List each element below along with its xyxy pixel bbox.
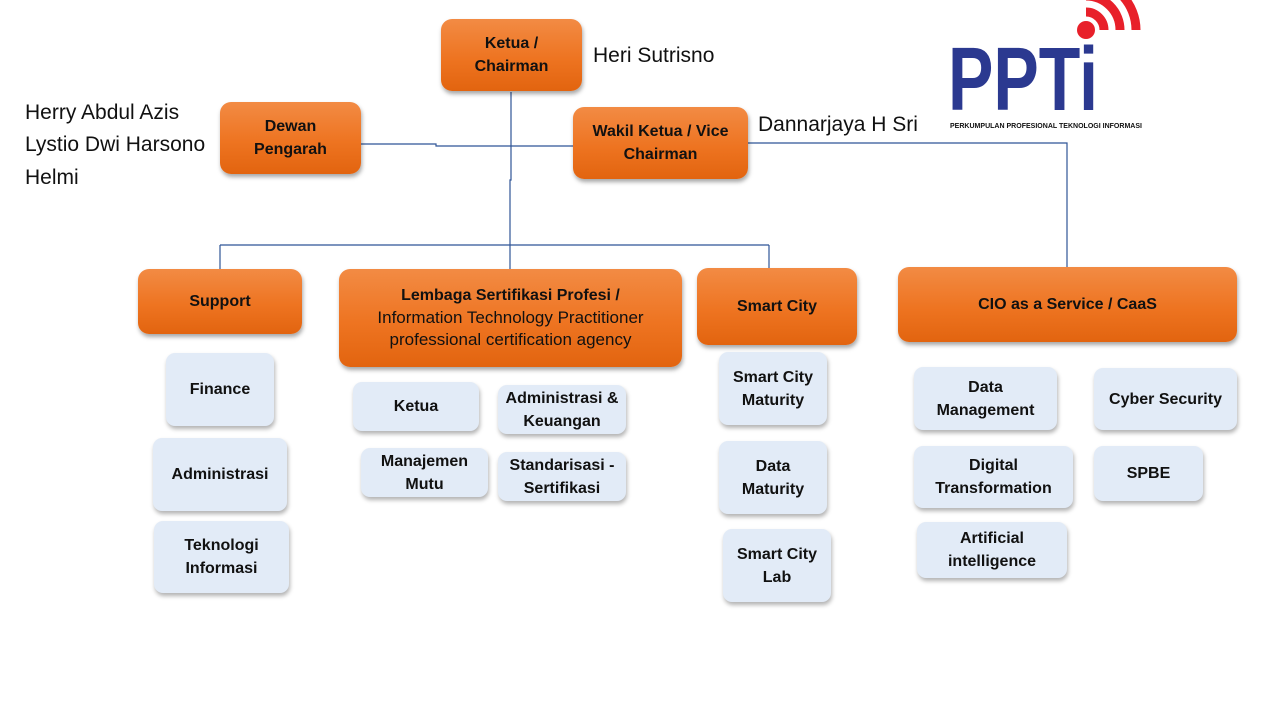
vice-chairman-person: Dannarjaya H Sri bbox=[758, 113, 918, 136]
chairman-line1: Ketua / bbox=[484, 35, 539, 52]
caas-item-data-management: Data Management bbox=[914, 367, 1057, 430]
caas-item-cyber-security: Cyber Security bbox=[1094, 368, 1237, 430]
chairman-person: Heri Sutrisno bbox=[593, 44, 715, 67]
caas-box: CIO as a Service / CaaS bbox=[898, 267, 1237, 342]
support-item-finance: Finance bbox=[166, 353, 274, 426]
support-item-ti: Teknologi Informasi bbox=[154, 521, 289, 593]
lsp-title: Lembaga Sertifikasi Profesi / bbox=[401, 287, 620, 304]
board-member: Lystio Dwi Harsono bbox=[25, 133, 206, 156]
connector-chairman-down bbox=[509, 92, 512, 245]
smart-city-item-maturity: Smart City Maturity bbox=[719, 352, 827, 425]
logo-tagline: PERKUMPULAN PROFESIONAL TEKNOLOGI INFORM… bbox=[950, 121, 1142, 130]
board-box: Dewan Pengarah bbox=[220, 102, 361, 174]
svg-text:PPTi: PPTi bbox=[948, 30, 1098, 130]
caas-item-ai: Artificial intelligence bbox=[917, 522, 1067, 578]
smart-city-item-lab: Smart City Lab bbox=[723, 529, 831, 602]
board-member: Helmi bbox=[25, 166, 79, 189]
lsp-item-ketua: Ketua bbox=[353, 382, 479, 431]
caas-item-digital-transformation: Digital Transformation bbox=[914, 446, 1073, 508]
support-item-administrasi: Administrasi bbox=[153, 438, 287, 511]
connector-vice-caas bbox=[748, 142, 1068, 267]
board-line1: Dewan bbox=[264, 118, 317, 135]
board-member: Herry Abdul Azis bbox=[25, 101, 180, 124]
lsp-item-standarisasi: Standarisasi - Sertifikasi bbox=[498, 452, 626, 501]
vice-line2: Chairman bbox=[623, 146, 698, 163]
lsp-item-manajemen-mutu: Manajemen Mutu bbox=[361, 448, 488, 497]
lsp-box: Lembaga Sertifikasi Profesi / Informatio… bbox=[339, 269, 682, 367]
smart-city-item-data-maturity: Data Maturity bbox=[719, 441, 827, 514]
lsp-subtitle: Information Technology Practitioner prof… bbox=[377, 308, 644, 349]
lsp-item-admin-keuangan: Administrasi & Keuangan bbox=[498, 385, 626, 434]
vice-chairman-box: Wakil Ketua / Vice Chairman bbox=[573, 107, 748, 179]
ppti-logo: PPTi PERKUMPULAN PROFESIONAL TEKNOLOGI I… bbox=[948, 0, 1142, 130]
smart-city-box: Smart City bbox=[697, 268, 857, 345]
vice-line1: Wakil Ketua / Vice bbox=[592, 123, 729, 140]
caas-item-spbe: SPBE bbox=[1094, 446, 1203, 501]
support-box: Support bbox=[138, 269, 302, 334]
board-line2: Pengarah bbox=[254, 141, 327, 158]
chairman-line2: Chairman bbox=[474, 58, 549, 75]
connector-board-vice bbox=[361, 143, 573, 147]
chairman-box: Ketua / Chairman bbox=[441, 19, 582, 91]
